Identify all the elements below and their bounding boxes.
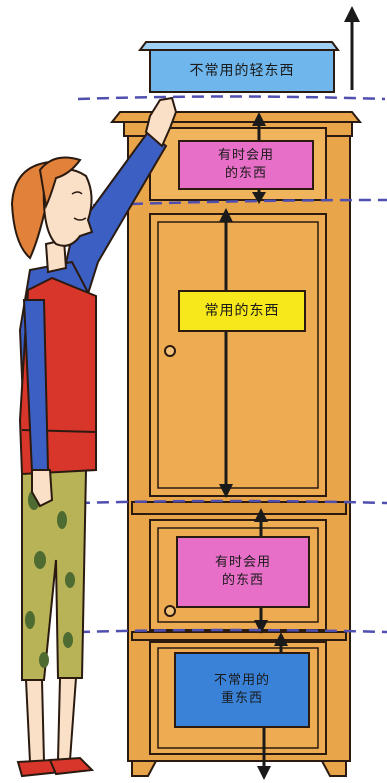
label-top-box-text: 不常用的轻东西 xyxy=(189,62,295,79)
label-main-cabinet: 常用的东西 xyxy=(178,290,306,332)
label-main-cabinet-text: 常用的东西 xyxy=(204,302,280,319)
woman-figure xyxy=(10,96,178,778)
label-bottom-cabinet: 不常用的 重东西 xyxy=(174,652,310,728)
label-lower-cabinet-text: 有时会用 的东西 xyxy=(214,555,271,588)
label-lower-cabinet: 有时会用 的东西 xyxy=(176,536,310,608)
label-bottom-cabinet-text: 不常用的 重东西 xyxy=(213,673,270,706)
guide-lines xyxy=(73,95,387,634)
label-upper-cabinet-text: 有时会用 的东西 xyxy=(217,148,274,181)
label-top-box: 不常用的轻东西 xyxy=(152,52,332,90)
label-upper-cabinet: 有时会用 的东西 xyxy=(178,140,314,190)
